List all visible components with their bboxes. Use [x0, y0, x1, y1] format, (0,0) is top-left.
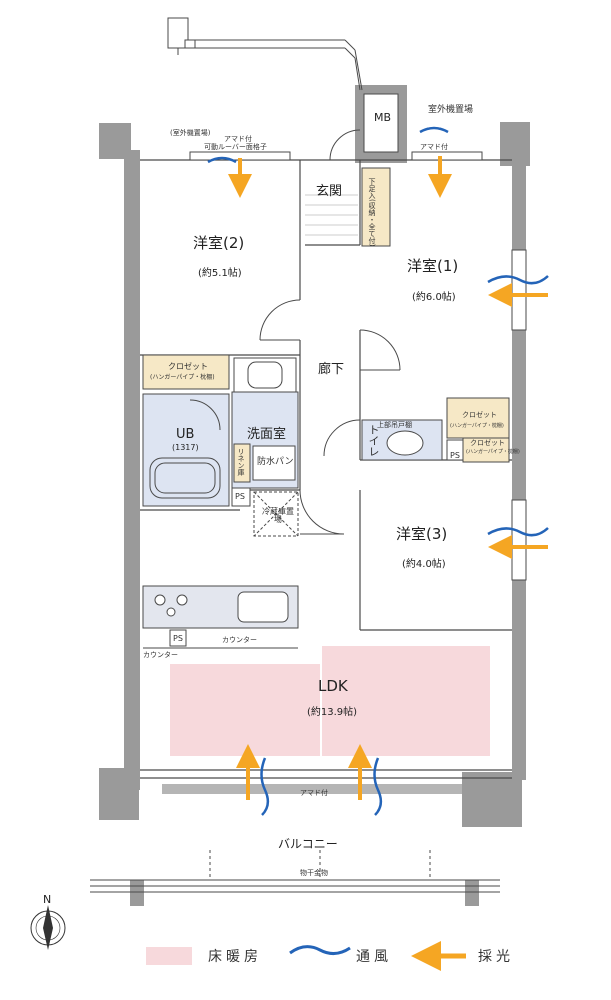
label-counter-1: カウンター: [222, 636, 257, 644]
room-washroom: 洗面室: [247, 427, 287, 442]
label-outdoor-unit-top: 室外機置場: [428, 105, 474, 115]
closet-western3-b: [462, 437, 510, 463]
label-fridge: 冷蔵庫置場: [262, 507, 294, 524]
room-ldk-area: (約13.9帖): [307, 707, 358, 718]
label-drying: 物干金物: [300, 869, 328, 877]
stove-burner-1: [154, 594, 166, 606]
ps-box-2: [446, 439, 464, 461]
stove-burner-3: [166, 607, 176, 617]
closet-western3-a: [446, 397, 510, 439]
closet-western2: [142, 354, 230, 390]
label-linen: リネン庫: [237, 448, 245, 476]
label-toilet-upper: 上部吊戸棚: [377, 421, 412, 429]
label-closet3b-sub: (ハンガーパイプ・枕棚): [466, 449, 520, 455]
room-ub: UB: [176, 427, 195, 442]
mb-box: [363, 93, 399, 153]
basin-bowl: [247, 361, 283, 389]
room-western2-name: 洋室(2): [193, 234, 245, 252]
room-western3-name: 洋室(3): [396, 525, 448, 543]
shaft-lines: [167, 17, 363, 91]
label-amado-2: アマド付: [420, 143, 448, 151]
legend-ventilation-label: 通風: [356, 949, 392, 965]
room-mb: MB: [374, 111, 392, 124]
label-amado-1: アマド付: [224, 135, 252, 143]
linen-cabinet: [233, 443, 251, 483]
label-ps-2: PS: [450, 451, 460, 460]
fridge-diag-2: [253, 491, 299, 537]
entrance-steps: [305, 194, 358, 236]
label-shoebox: 下足入(収納・全て付): [368, 178, 376, 247]
room-western1-area: (約6.0帖): [412, 292, 456, 303]
waterproof-pan-box: [252, 445, 296, 481]
floor-heating-zone-right: [322, 646, 490, 756]
label-amado-ldk: アマド付: [300, 789, 328, 797]
label-closet1: クロゼット: [168, 362, 208, 371]
bathtub: [149, 457, 221, 499]
bathtub-inner: [154, 462, 216, 494]
kitchen-sink: [237, 591, 289, 623]
label-closet3a: クロゼット: [462, 411, 497, 419]
ventilation-waves: [207, 126, 549, 816]
room-western3-area: (約4.0帖): [402, 559, 446, 570]
label-counter-2: カウンター: [143, 651, 178, 659]
label-waterproof-pan: 防水パン: [257, 457, 294, 467]
north-compass: [30, 905, 66, 950]
label-louver: 可動ルーバー面格子: [204, 143, 267, 151]
label-north: N: [43, 893, 52, 906]
room-corridor: 廊下: [318, 362, 345, 377]
ps-box-1: [231, 487, 251, 507]
label-ps-1: PS: [235, 492, 245, 501]
stove-burner-2: [176, 594, 188, 606]
windows: [189, 151, 527, 581]
room-balcony: バルコニー: [278, 837, 338, 851]
balcony-railing: [90, 850, 500, 893]
toilet-bowl: [386, 430, 424, 456]
label-closet1-sub: (ハンガーパイプ・枕棚): [150, 374, 215, 381]
shoebox: [361, 167, 391, 247]
legend-floor-heating-label: 床暖房: [208, 949, 262, 965]
legend-floor-heating-swatch: [146, 947, 192, 965]
interior-walls: [140, 159, 512, 779]
floor-heating-zone-left: [170, 664, 320, 756]
label-outdoor-unit-left: (室外機置場): [170, 129, 211, 137]
legend-ventilation-swatch: [289, 945, 351, 955]
room-toilet: トイレ: [367, 424, 380, 457]
room-ub-size: (1317): [172, 443, 199, 452]
room-western2-area: (約5.1帖): [198, 268, 242, 279]
ps-box-3: [169, 629, 187, 647]
legend-daylight-label: 採光: [478, 949, 514, 965]
label-closet3a-sub: (ハンガーパイプ・枕棚): [450, 423, 504, 429]
door-swings: [189, 129, 401, 535]
room-entrance: 玄関: [316, 184, 343, 199]
room-ldk-name: LDK: [318, 677, 348, 695]
label-closet3b: クロゼット: [470, 439, 505, 447]
room-western1-name: 洋室(1): [407, 257, 459, 275]
daylight-arrows: [228, 156, 548, 800]
fridge-area: [253, 491, 299, 537]
label-ps-3: PS: [173, 634, 183, 643]
